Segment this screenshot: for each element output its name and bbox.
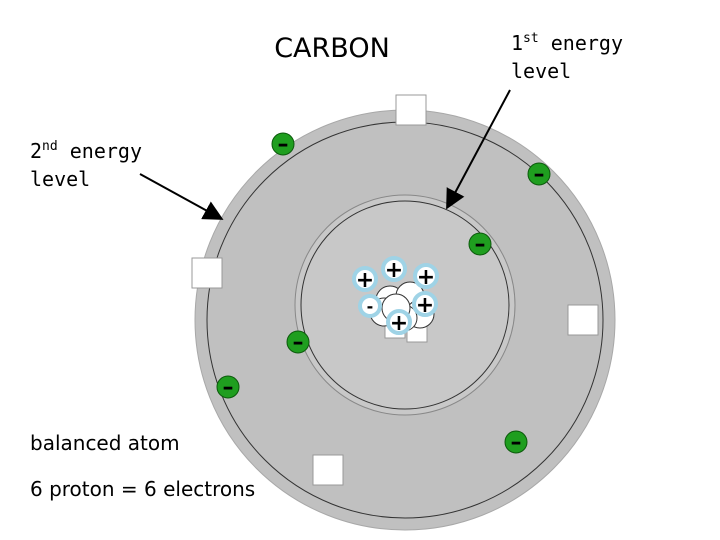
svg-text:1st energy: 1st energy [511, 31, 623, 55]
svg-text:+: + [390, 311, 408, 336]
marker-square [191, 257, 223, 289]
svg-text:–: – [511, 430, 522, 455]
marker-square [567, 304, 599, 336]
svg-text:–: – [534, 162, 545, 187]
electron: – [504, 430, 528, 455]
diagram-title: CARBON [274, 33, 390, 64]
second-level-arrow [139, 173, 224, 220]
proton: + [381, 256, 407, 283]
svg-text:2nd energy: 2nd energy [30, 139, 142, 163]
svg-text:–: – [278, 132, 289, 157]
svg-text:+: + [416, 293, 434, 318]
electron: – [468, 232, 492, 257]
proton: + [386, 309, 412, 336]
inner-orbit-line [300, 200, 510, 410]
electron: – [527, 162, 551, 187]
svg-text:-: - [367, 297, 374, 316]
caption-balanced-atom: balanced atom [30, 431, 180, 455]
first-level-arrow [446, 89, 511, 210]
first-energy-level-label: 1st energy level [511, 31, 623, 83]
svg-text:–: – [475, 232, 486, 257]
marker-square [395, 94, 427, 126]
caption-proton-electron-count: 6 proton = 6 electrons [30, 477, 255, 501]
svg-text:+: + [356, 268, 374, 293]
nucleus: + + + - + + [352, 256, 439, 343]
svg-text:level: level [30, 167, 90, 191]
proton: + [413, 263, 439, 290]
svg-text:+: + [417, 265, 435, 290]
second-energy-level-label: 2nd energy level [30, 139, 142, 191]
svg-text:–: – [223, 375, 234, 400]
proton: - [358, 294, 382, 318]
proton: + [352, 266, 378, 293]
svg-text:–: – [293, 330, 304, 355]
svg-text:+: + [385, 258, 403, 283]
electron: – [216, 375, 240, 400]
electron: – [271, 132, 295, 157]
svg-text:level: level [511, 59, 571, 83]
proton: + [412, 291, 438, 318]
electron: – [286, 330, 310, 355]
marker-square [312, 454, 344, 486]
